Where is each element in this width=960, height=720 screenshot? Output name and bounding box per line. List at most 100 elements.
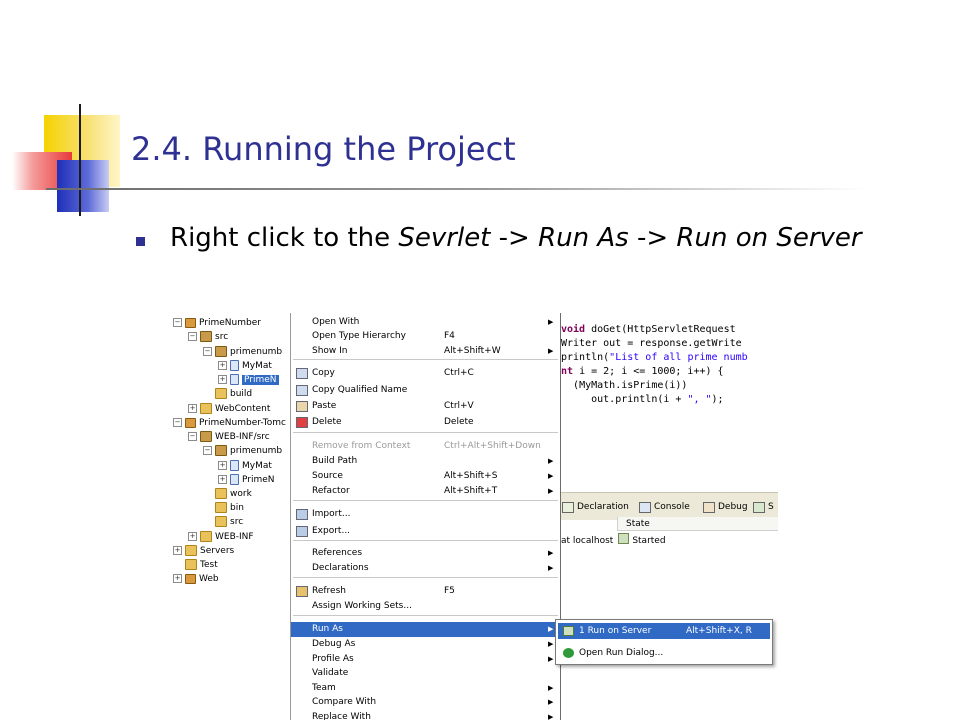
expand-icon[interactable]: +: [218, 461, 227, 470]
expand-icon[interactable]: +: [188, 404, 197, 413]
collapse-icon[interactable]: −: [203, 347, 212, 356]
collapse-icon[interactable]: −: [173, 418, 182, 427]
import-icon: [296, 509, 308, 520]
menu-item-label: Run As: [312, 624, 343, 634]
expand-icon[interactable]: +: [218, 375, 227, 384]
menu-separator: [293, 577, 558, 578]
tree-item-label: MyMat: [242, 460, 272, 471]
tree-item[interactable]: +WEB-INF: [188, 530, 254, 543]
declaration-icon: [562, 501, 574, 513]
menu-item-label: Validate: [312, 668, 349, 678]
menu-item-open-with[interactable]: Open With▶: [291, 315, 560, 330]
folder-icon: [185, 545, 197, 556]
menu-item-replace-with[interactable]: Replace With▶: [291, 710, 560, 720]
menu-item-label: References: [312, 548, 363, 558]
menu-item-profile-as[interactable]: Profile As▶: [291, 652, 560, 667]
menu-item-debug-as[interactable]: Debug As▶: [291, 637, 560, 652]
tree-item[interactable]: +PrimeN: [218, 373, 279, 386]
package-icon: [215, 346, 227, 357]
tree-item[interactable]: work: [203, 487, 252, 500]
tree-item-label: build: [230, 388, 253, 399]
open-run-dialog-icon: [563, 648, 574, 658]
menu-item-import[interactable]: Import...: [291, 507, 560, 522]
tree-item[interactable]: src: [203, 515, 243, 528]
tree-item[interactable]: Test: [173, 558, 218, 571]
tree-item[interactable]: build: [203, 387, 252, 400]
tree-item[interactable]: +Web: [173, 572, 219, 585]
title-underline: [46, 188, 866, 190]
menu-item-assign-working-sets[interactable]: Assign Working Sets...: [291, 599, 560, 614]
tree-item[interactable]: +PrimeN: [218, 473, 275, 486]
tree-item[interactable]: −PrimeNumber: [173, 316, 261, 329]
bullet-run-as: Run As: [538, 223, 629, 253]
tree-item[interactable]: bin: [203, 501, 244, 514]
collapse-icon[interactable]: −: [188, 432, 197, 441]
expand-icon[interactable]: +: [173, 574, 182, 583]
tree-item[interactable]: + MyMat: [218, 359, 272, 372]
tab-console[interactable]: Console: [639, 500, 690, 514]
tab-debug[interactable]: Debug: [703, 500, 748, 514]
collapse-icon[interactable]: −: [203, 446, 212, 455]
submenu-arrow-icon: ▶: [548, 564, 554, 572]
menu-item-export[interactable]: Export...: [291, 524, 560, 539]
tree-item[interactable]: +Servers: [173, 544, 234, 557]
menu-item-copy-qualified-name[interactable]: Copy Qualified Name: [291, 383, 560, 398]
menu-item-references[interactable]: References▶: [291, 546, 560, 561]
refresh-icon: [296, 586, 308, 597]
menu-item-label: Delete: [312, 417, 342, 427]
tree-item[interactable]: −src: [188, 330, 228, 343]
tree-item-label: MyMat: [242, 360, 272, 371]
menu-item-run-as[interactable]: Run As ▶: [291, 622, 560, 637]
tab-declaration[interactable]: Declaration: [562, 500, 629, 514]
java-file-icon: [230, 474, 239, 485]
tree-item[interactable]: −primenumb: [203, 345, 282, 358]
tree-item[interactable]: −WEB-INF/src: [188, 430, 270, 443]
menu-item-validate[interactable]: Validate: [291, 666, 560, 681]
package-icon: [215, 445, 227, 456]
menu-item-team[interactable]: Team▶: [291, 681, 560, 696]
menu-separator: [293, 359, 558, 360]
folder-icon: [215, 516, 227, 527]
code-line: Writer out = response.getWrite: [561, 338, 742, 349]
menu-item-shortcut: Ctrl+C: [444, 368, 474, 378]
code-editor[interactable]: void doGet(HttpServletRequest Writer out…: [561, 323, 778, 428]
tab-servers[interactable]: S: [753, 500, 774, 514]
expand-icon[interactable]: +: [218, 361, 227, 370]
menu-item-compare-with[interactable]: Compare With▶: [291, 695, 560, 710]
server-state: Started: [632, 536, 666, 546]
tree-item-label: bin: [230, 502, 244, 513]
submenu-item-shortcut: Alt+Shift+X, R: [686, 626, 752, 636]
folder-icon: [215, 388, 227, 399]
bullet-run-on-server: Run on Server: [676, 223, 862, 253]
submenu-arrow-icon: ▶: [548, 318, 554, 326]
menu-item-label: Export...: [312, 526, 351, 536]
menu-separator: [293, 500, 558, 501]
open-run-dialog-item[interactable]: Open Run Dialog...: [558, 645, 770, 661]
menu-item-build-path[interactable]: Build Path▶: [291, 454, 560, 469]
tree-item[interactable]: −primenumb: [203, 444, 282, 457]
views-tab-bar: Declaration Console Debug S: [561, 492, 778, 521]
expand-icon[interactable]: +: [173, 546, 182, 555]
tree-item[interactable]: + MyMat: [218, 459, 272, 472]
menu-item-declarations[interactable]: Declarations▶: [291, 561, 560, 576]
tree-item[interactable]: +WebContent: [188, 402, 270, 415]
state-column-header[interactable]: State: [617, 517, 778, 531]
collapse-icon[interactable]: −: [173, 318, 182, 327]
collapse-icon[interactable]: −: [188, 332, 197, 341]
expand-icon[interactable]: +: [188, 532, 197, 541]
submenu-arrow-icon: ▶: [548, 625, 554, 633]
expand-icon[interactable]: +: [218, 475, 227, 484]
tree-item[interactable]: −PrimeNumber-Tomc: [173, 416, 286, 429]
export-icon: [296, 526, 308, 537]
